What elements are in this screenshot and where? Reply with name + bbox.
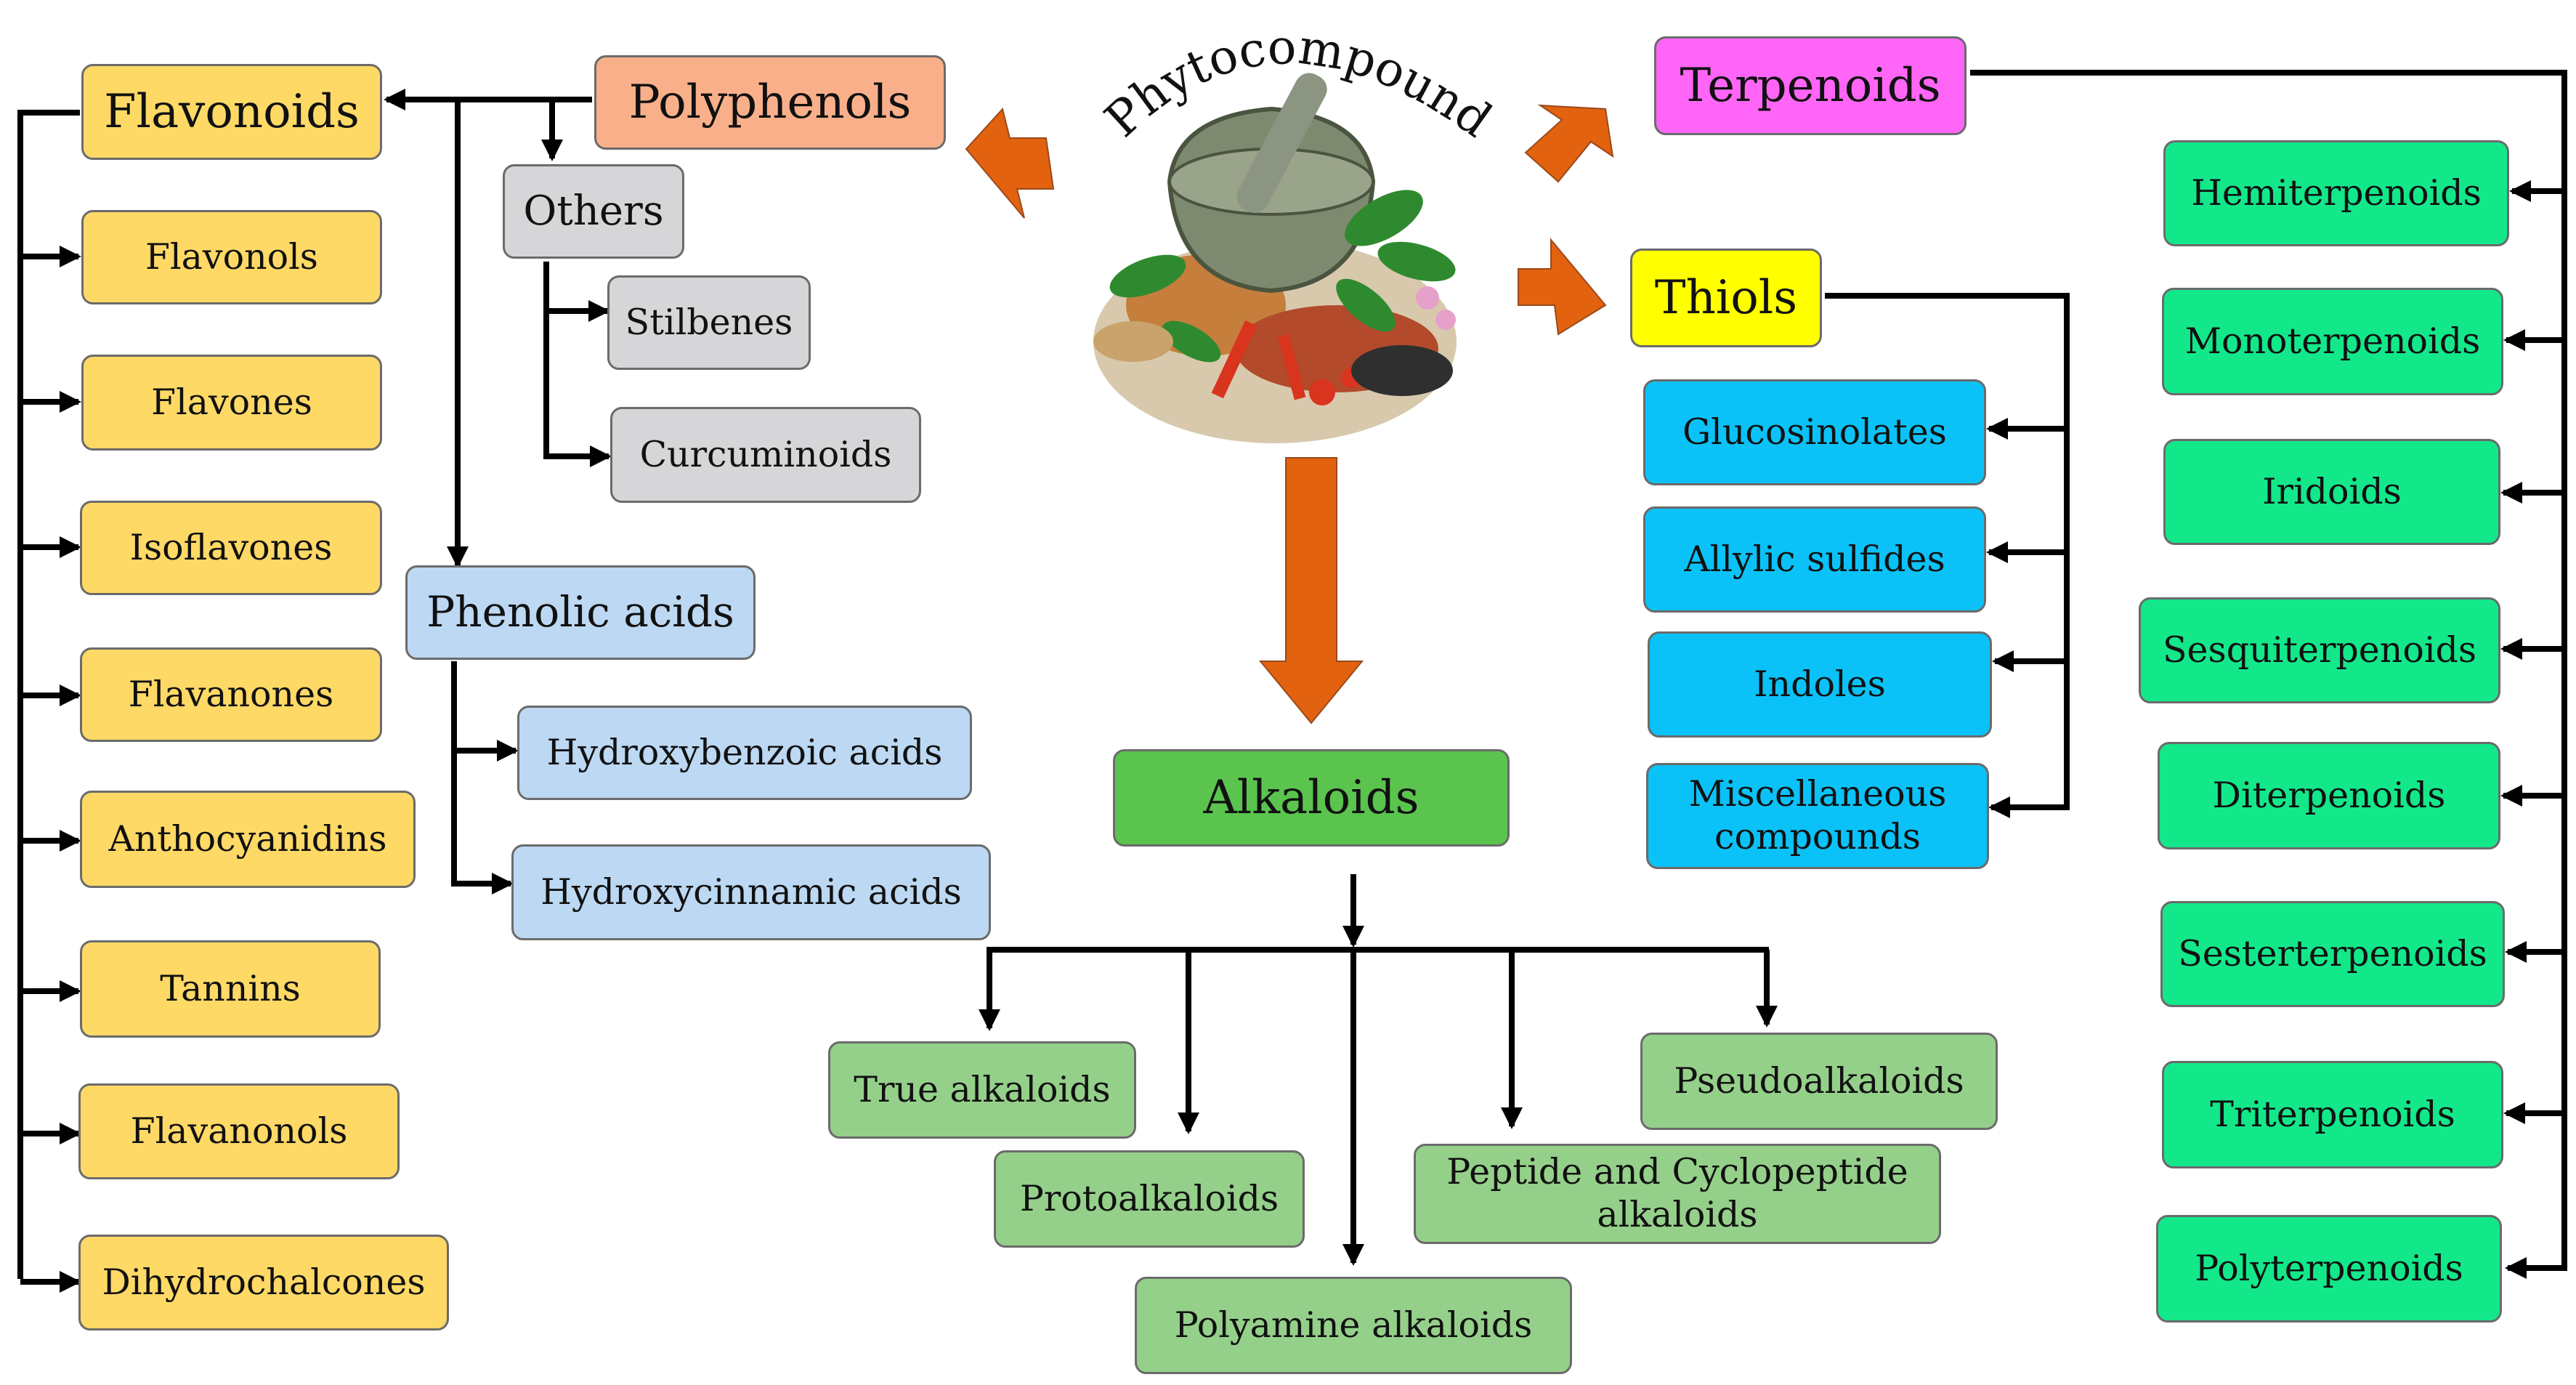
curcuminoids-node: Curcuminoids [610, 407, 921, 503]
iridoids-node: Iridoids [2163, 439, 2500, 545]
flavonols-node: Flavonols [81, 210, 382, 304]
others-node: Others [503, 164, 684, 259]
polyamine-alkaloids-node: Polyamine alkaloids [1135, 1277, 1572, 1374]
sesquiterpenoids-node: Sesquiterpenoids [2139, 597, 2500, 703]
tannins-node: Tannins [80, 940, 381, 1038]
big-arrow-to-polyphenols [965, 107, 1055, 219]
thiols-node: Thiols [1630, 249, 1822, 347]
glucosinolates-node: Glucosinolates [1643, 379, 1986, 485]
flavones-node: Flavones [81, 355, 382, 451]
sesterterpenoids-node: Sesterterpenoids [2160, 901, 2505, 1007]
flavanones-node: Flavanones [80, 647, 382, 742]
miscellaneous-node: Miscellaneous compounds [1646, 763, 1989, 869]
phenolic-acids-node: Phenolic acids [405, 565, 756, 660]
protoalkaloids-node: Protoalkaloids [994, 1150, 1305, 1248]
polyphenols-node: Polyphenols [594, 55, 946, 150]
true-alkaloids-node: True alkaloids [828, 1041, 1136, 1139]
isoflavones-node: Isoflavones [80, 501, 382, 595]
big-arrow-to-alkaloids [1258, 457, 1364, 724]
big-arrow-to-thiols [1518, 238, 1607, 336]
allylic-sulfides-node: Allylic sulfides [1643, 506, 1986, 613]
stilbenes-node: Stilbenes [607, 275, 811, 370]
flavanonols-node: Flavanonols [78, 1083, 400, 1179]
dihydrochalcones-node: Dihydrochalcones [78, 1235, 449, 1331]
terpenoids-node: Terpenoids [1654, 36, 1967, 135]
triterpenoids-node: Triterpenoids [2162, 1061, 2503, 1168]
polyterpenoids-node: Polyterpenoids [2156, 1215, 2502, 1323]
alkaloids-node: Alkaloids [1113, 749, 1510, 847]
diterpenoids-node: Diterpenoids [2158, 742, 2500, 849]
hydroxycinnamic-node: Hydroxycinnamic acids [511, 844, 991, 940]
flavonoids-node: Flavonoids [81, 64, 382, 160]
indoles-node: Indoles [1648, 631, 1992, 738]
peptide-alkaloids-node: Peptide and Cyclopeptide alkaloids [1414, 1144, 1941, 1244]
big-arrow-to-terpenoids [1524, 104, 1614, 183]
hydroxybenzoic-node: Hydroxybenzoic acids [517, 706, 972, 800]
anthocyanidins-node: Anthocyanidins [80, 791, 416, 888]
pseudoalkaloids-node: Pseudoalkaloids [1640, 1033, 1998, 1130]
hemiterpenoids-node: Hemiterpenoids [2163, 140, 2509, 246]
monoterpenoids-node: Monoterpenoids [2162, 288, 2503, 395]
mortar-and-pestle-with-herbs-icon [1093, 73, 1457, 443]
